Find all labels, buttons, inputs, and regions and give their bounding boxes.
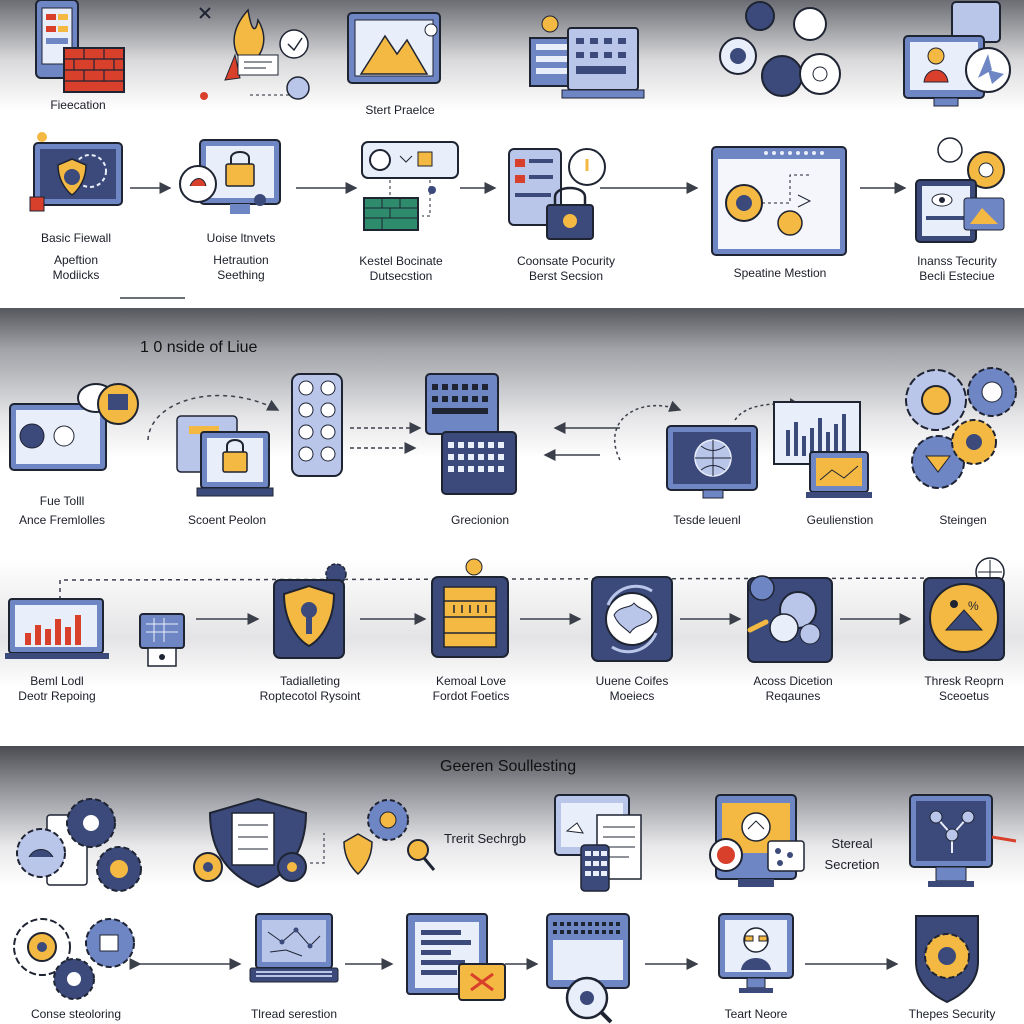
- keyboard-search-icon: [546, 913, 630, 1024]
- bottom-band: [0, 746, 1024, 1024]
- detection-scanner-icon: [747, 575, 833, 663]
- server-chip-icon: [431, 558, 509, 658]
- label-row3-5: Geulienstion: [806, 513, 874, 527]
- gear-group-icon: [905, 367, 1017, 489]
- globe-refresh-icon: [591, 576, 673, 662]
- shield-key-icon: [273, 563, 347, 659]
- search-shield-icon: [343, 799, 436, 876]
- label-row2-5: Speatine Mestion: [733, 266, 827, 280]
- gear-trio-icon: [13, 918, 135, 1000]
- keyboard-panels-icon: [425, 373, 517, 495]
- gears-documents-icon: [16, 798, 142, 892]
- document-panel-icon: [406, 913, 506, 1001]
- firewall-phone-icon: [35, 0, 125, 93]
- globe-monitor-icon: [666, 425, 758, 499]
- section3-title: Geeren Soullesting: [440, 758, 577, 775]
- network-laptop-icon: [249, 913, 339, 983]
- label-row3-3: Grecionion: [450, 513, 510, 527]
- arrow-row3-5: [613, 400, 682, 461]
- fire-attack-icon: [199, 7, 310, 100]
- label-row5-1: Trerit Sechrgb: [444, 831, 526, 846]
- mountain-monitor-icon: [347, 12, 441, 84]
- dashed-row4-top: [59, 577, 1001, 600]
- chat-monitor-icon: [9, 383, 139, 471]
- lock-bulb-icon: [508, 148, 606, 240]
- label-row3-2: Scoent Peolon: [187, 513, 267, 527]
- firewall-monitor-icon: [29, 132, 123, 212]
- threat-badge-icon: %: [923, 557, 1005, 661]
- middle-band: [0, 308, 1024, 746]
- label-row6-2: Tlread serestion: [250, 1007, 338, 1021]
- gear-shield-icon: [915, 915, 979, 1004]
- gear-browser-icon: [711, 146, 847, 256]
- label-row6-4: Thepes Security: [908, 1007, 996, 1021]
- label-row3-4: Tesde leuenl: [673, 513, 741, 527]
- label-row1-2: Stert Praelce: [365, 103, 435, 117]
- lock-monitor-icon: [179, 139, 281, 214]
- bar-chart-laptop-icon: [5, 598, 109, 659]
- dashboard-laptop-icon: [529, 15, 645, 99]
- chart-laptop-icon: [773, 401, 872, 498]
- arrow-row3-curve: [147, 394, 280, 441]
- gears-cluster-icon: [719, 1, 841, 97]
- shield-server-icon: [193, 797, 325, 889]
- lock-laptop-icon: [176, 415, 274, 497]
- label-row6-1: Conse steoloring: [30, 1007, 122, 1021]
- user-monitor-icon: [903, 1, 1011, 107]
- label-row3-6: Steingen: [939, 513, 987, 527]
- eye-tablet-icon: [915, 137, 1005, 243]
- phone-document-icon: [554, 794, 642, 892]
- remote-keypad-icon: [291, 373, 343, 477]
- label-row1-1: Fieecation: [50, 98, 106, 112]
- circuit-firewall-icon: [361, 141, 459, 231]
- dashboard-monitor-icon: [709, 794, 805, 887]
- svg-text:%: %: [968, 599, 979, 613]
- network-monitor-icon: [909, 794, 1017, 887]
- masked-user-monitor-icon: [718, 913, 794, 993]
- padlock-grid-icon: [139, 613, 185, 667]
- label-row6-3: Teart Neore: [724, 1007, 788, 1021]
- section2-title: 1 0 nside of Liue: [140, 339, 258, 356]
